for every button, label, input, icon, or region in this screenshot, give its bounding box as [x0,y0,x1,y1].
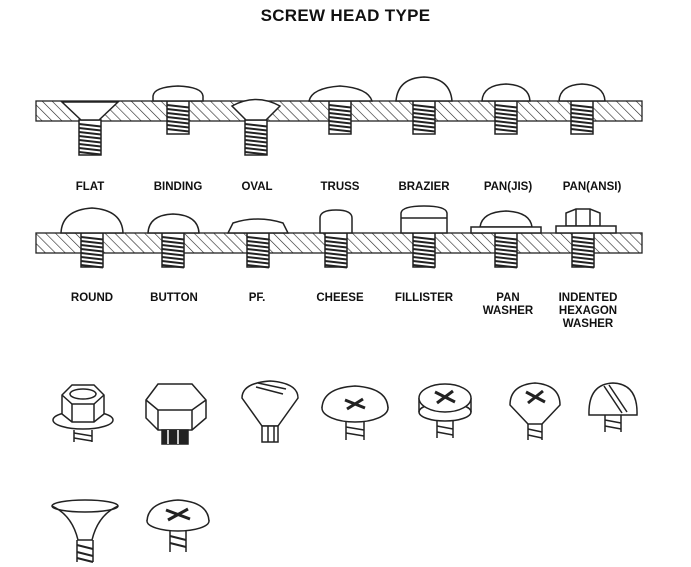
label-pan-washer: PAN WASHER [482,292,534,317]
slotted-round-head-icon [588,382,638,432]
screw-shank [412,100,436,135]
pan-ansi-head-icon [558,83,606,102]
label-pan-ansi: PAN(ANSI) [562,181,622,193]
page-title: SCREW HEAD TYPE [260,6,431,25]
button-head-icon [147,213,200,234]
screw-shank [80,232,104,269]
screw-shank [570,100,594,135]
label-oval: OVAL [241,181,273,193]
label-truss: TRUSS [320,181,360,193]
heads-row2 [60,205,617,234]
cheese-head-icon [319,209,353,234]
truss-head-icon [308,85,374,102]
phillips-oval-head-icon [509,382,561,440]
brazier-head-icon [395,76,453,102]
screw-shank [161,232,185,269]
screw-shank [246,232,270,269]
label-fillister: FILLISTER [394,292,454,304]
phillips-flat-countersunk-icon [51,499,119,563]
binding-head-icon [152,85,204,102]
hex-washer-head-icon [52,384,114,442]
label-pan-jis: PAN(JIS) [483,181,533,193]
pan-jis-head-icon [481,83,531,102]
oval-head-icon [230,98,282,121]
perspective-row3 [52,380,638,445]
pan-washer-head-icon [479,210,533,228]
heads-row1 [60,76,606,121]
screw-shank [328,100,352,135]
indented-hexagon-washer-icon [555,225,617,234]
hex-head-bolt-icon [145,383,207,445]
shanks-row2 [80,232,595,269]
pan-washer-washer-icon [470,226,542,234]
pf-head-icon [226,218,290,234]
phillips-truss-head-small-icon [146,499,210,552]
phillips-binding-head-icon [418,383,472,438]
slotted-oval-head-icon [241,380,299,443]
screw-shank [244,119,268,156]
label-pf: PF. [248,292,266,304]
fillister-head-icon [400,205,448,234]
screw-shank [412,232,436,269]
shanks-row1 [78,100,594,156]
indented-hexagon-head-icon [565,208,601,227]
label-flat: FLAT [75,181,105,193]
flat-head-icon [60,101,120,121]
label-button: BUTTON [150,292,198,304]
screw-shank [494,100,518,135]
label-binding: BINDING [153,181,203,193]
screw-shank [78,119,102,156]
screw-shank [494,232,518,269]
label-indented-hexagon-washer: INDENTED HEXAGON WASHER [558,292,618,330]
label-round: ROUND [70,292,114,304]
screw-shank [324,232,348,269]
phillips-truss-head-icon [321,385,389,440]
screw-shank [166,100,190,135]
round-head-icon [60,207,124,234]
perspective-row4 [51,499,210,563]
screw-shank [571,232,595,269]
label-cheese: CHEESE [316,292,364,304]
label-brazier: BRAZIER [398,181,450,193]
